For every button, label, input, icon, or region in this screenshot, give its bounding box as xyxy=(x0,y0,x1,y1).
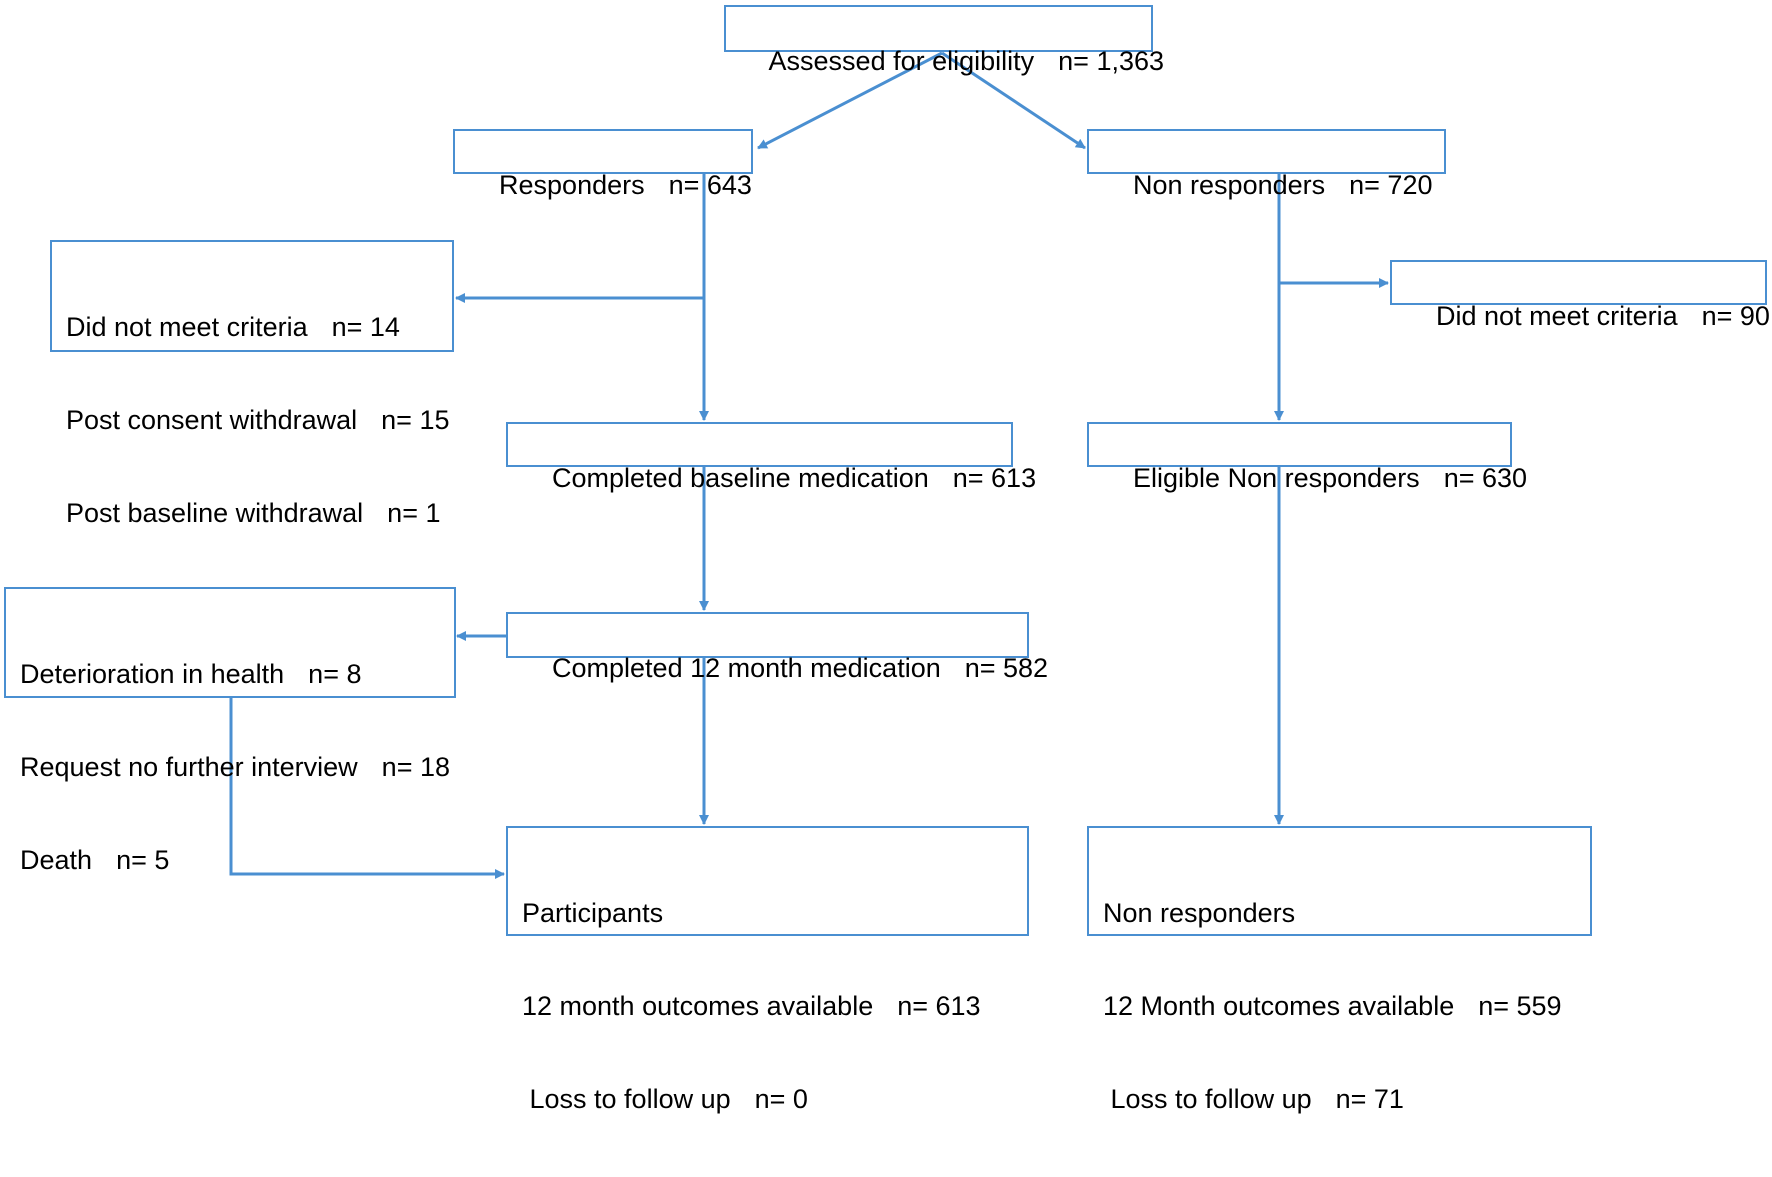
assessed-box: Assessed for eligibility n= 1,363 xyxy=(724,5,1164,76)
arrow-exclusions-to-participants xyxy=(229,698,505,879)
exclusion-label: Death xyxy=(20,845,93,875)
outcomes-label: 12 Month outcomes available xyxy=(1103,991,1455,1021)
completed-12m-label: Completed 12 month medication xyxy=(552,653,941,683)
non-responder-exclusion-box: Did not meet criteria n= 90 xyxy=(1390,260,1770,331)
exclusion-count: n= 15 xyxy=(381,405,450,435)
exclusion-count: n= 8 xyxy=(308,659,362,689)
exclusion-count: n= 14 xyxy=(331,312,400,342)
loss-count: n= 0 xyxy=(754,1084,808,1114)
participants-final-box: Participants 12 month outcomes available… xyxy=(506,826,1029,1114)
exclusion-label: Post consent withdrawal xyxy=(66,405,358,435)
exclusion-label: Did not meet criteria xyxy=(66,312,308,342)
exclusion-label: Request no further interview xyxy=(20,752,358,782)
loss-label: Loss to follow up xyxy=(1103,1084,1312,1114)
exclusion-count: n= 18 xyxy=(381,752,450,782)
non-responders-box: Non responders n= 720 xyxy=(1087,129,1446,200)
loss-count: n= 71 xyxy=(1335,1084,1404,1114)
exclusion-row: Request no further interview n= 18 xyxy=(20,752,454,783)
exclusion-label: Deterioration in health xyxy=(20,659,285,689)
non-responder-exclusion-count: n= 90 xyxy=(1701,301,1770,331)
eligible-non-responders-count: n= 630 xyxy=(1443,463,1528,493)
responders-count: n= 643 xyxy=(668,170,752,200)
flow-diagram: Assessed for eligibility n= 1,363 Respond… xyxy=(4,5,1770,1114)
eligible-non-responders-label: Eligible Non responders xyxy=(1133,463,1420,493)
arrow-assessed-to-non-responders xyxy=(941,51,1086,150)
participants-outcomes-row: 12 month outcomes available n= 613 xyxy=(522,991,1027,1022)
exclusion-row: Did not meet criteria n= 14 xyxy=(66,312,452,343)
exclusion-count: n= 5 xyxy=(116,845,170,875)
assessed-label: Assessed for eligibility xyxy=(768,46,1035,76)
non-responders-loss-row: Loss to follow up n= 71 xyxy=(1103,1084,1590,1115)
exclusion-row: Deterioration in health n= 8 xyxy=(20,659,454,690)
completed-12m-count: n= 582 xyxy=(964,653,1049,683)
outcomes-count: n= 559 xyxy=(1478,991,1562,1021)
non-responders-label: Non responders xyxy=(1133,170,1326,200)
participants-title: Participants xyxy=(522,898,664,928)
non-responders-final-box: Non responders 12 Month outcomes availab… xyxy=(1087,826,1592,1114)
non-responders-final-title: Non responders xyxy=(1103,898,1296,928)
loss-label: Loss to follow up xyxy=(522,1084,731,1114)
connector-arrows xyxy=(229,51,1389,879)
exclusion-row: Post consent withdrawal n= 15 xyxy=(66,405,452,436)
exclusion-count: n= 1 xyxy=(387,498,441,528)
responders-label: Responders xyxy=(499,170,645,200)
responder-exclusions-box: Did not meet criteria n= 14 Post consent … xyxy=(50,240,454,528)
non-responder-exclusion-label: Did not meet criteria xyxy=(1436,301,1678,331)
arrow-assessed-to-responders xyxy=(757,51,943,150)
completed-baseline-count: n= 613 xyxy=(952,463,1037,493)
outcomes-count: n= 613 xyxy=(897,991,981,1021)
completed-baseline-label: Completed baseline medication xyxy=(552,463,929,493)
outcomes-label: 12 month outcomes available xyxy=(522,991,874,1021)
exclusion-row: Post baseline withdrawal n= 1 xyxy=(66,498,452,529)
non-responders-outcomes-row: 12 Month outcomes available n= 559 xyxy=(1103,991,1590,1022)
participants-loss-row: Loss to follow up n= 0 xyxy=(522,1084,1027,1115)
completed-baseline-box: Completed baseline medication n= 613 xyxy=(506,422,1036,493)
followup-exclusions-box: Deterioration in health n= 8 Request no f… xyxy=(4,587,456,875)
responders-box: Responders n= 643 xyxy=(453,129,753,200)
completed-12m-box: Completed 12 month medication n= 582 xyxy=(506,612,1048,683)
exclusion-label: Post baseline withdrawal xyxy=(66,498,364,528)
exclusion-row: Death n= 5 xyxy=(20,845,454,876)
assessed-count: n= 1,363 xyxy=(1058,46,1165,76)
eligible-non-responders-box: Eligible Non responders n= 630 xyxy=(1087,422,1527,493)
non-responders-count: n= 720 xyxy=(1349,170,1433,200)
